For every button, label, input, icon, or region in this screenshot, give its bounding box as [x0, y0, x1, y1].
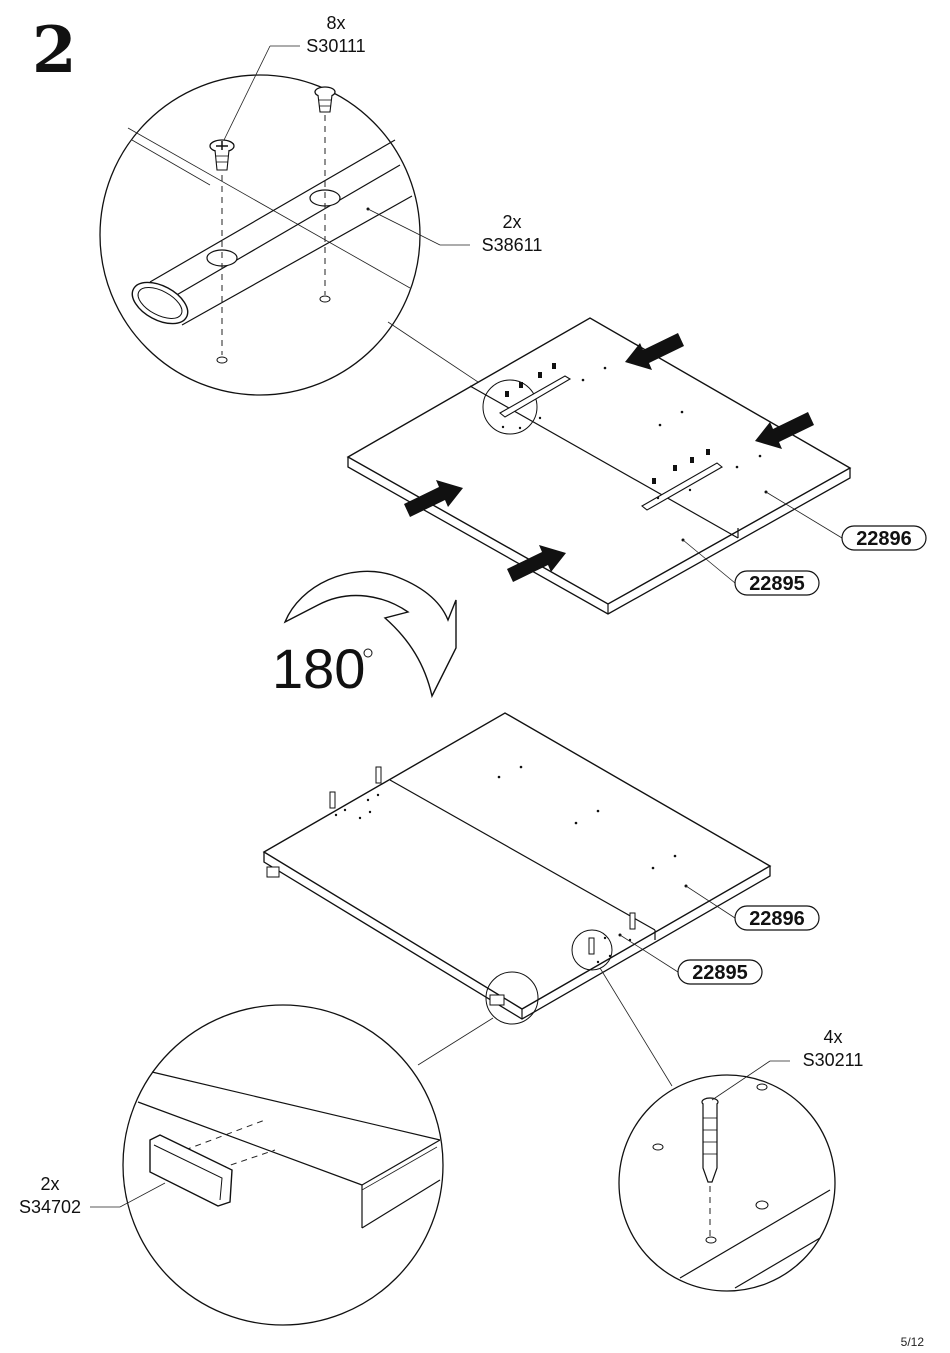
- rail-code: S38611: [482, 235, 543, 255]
- cap-code: S34702: [19, 1197, 81, 1217]
- screw-quantity: 8x: [326, 13, 345, 33]
- cam-detail-circle: [618, 1074, 836, 1292]
- rail-quantity: 2x: [502, 212, 521, 232]
- arrow-left-icon: [625, 333, 684, 370]
- arrow-left-icon: [755, 412, 814, 449]
- page-number: 5/12: [901, 1335, 925, 1349]
- part-label-22895: 22895: [677, 959, 763, 985]
- part-label-22896: 22896: [734, 905, 820, 931]
- part-number: 22895: [749, 573, 805, 595]
- panel-assembly-top: [346, 317, 852, 615]
- rail-icon: [499, 375, 572, 418]
- step-number: 2: [32, 13, 77, 88]
- end-cap-detail-circle: [122, 1004, 444, 1326]
- cam-quantity: 4x: [823, 1027, 842, 1047]
- part-number: 22896: [749, 908, 805, 930]
- part-number: 22895: [692, 962, 748, 984]
- cap-quantity: 2x: [40, 1174, 59, 1194]
- screw-icon: [314, 86, 336, 113]
- part-label-22895: 22895: [734, 570, 820, 596]
- rail-detail-circle: [99, 74, 421, 396]
- rail-icon: [641, 462, 723, 511]
- part-number: 22896: [856, 528, 912, 550]
- panel-assembly-bottom: [262, 712, 772, 1025]
- cam-code: S30211: [803, 1050, 864, 1070]
- arrow-right-icon: [404, 480, 463, 517]
- screw-icon: [209, 139, 235, 171]
- arrow-right-icon: [507, 545, 566, 582]
- rotate-180-icon: [283, 570, 457, 699]
- screw-code: S30111: [306, 36, 365, 56]
- part-label-22896: 22896: [841, 525, 927, 551]
- end-cap-icon: [149, 1134, 233, 1207]
- rotation-angle: 180: [272, 637, 365, 700]
- cam-fitting-icon: [701, 1097, 719, 1183]
